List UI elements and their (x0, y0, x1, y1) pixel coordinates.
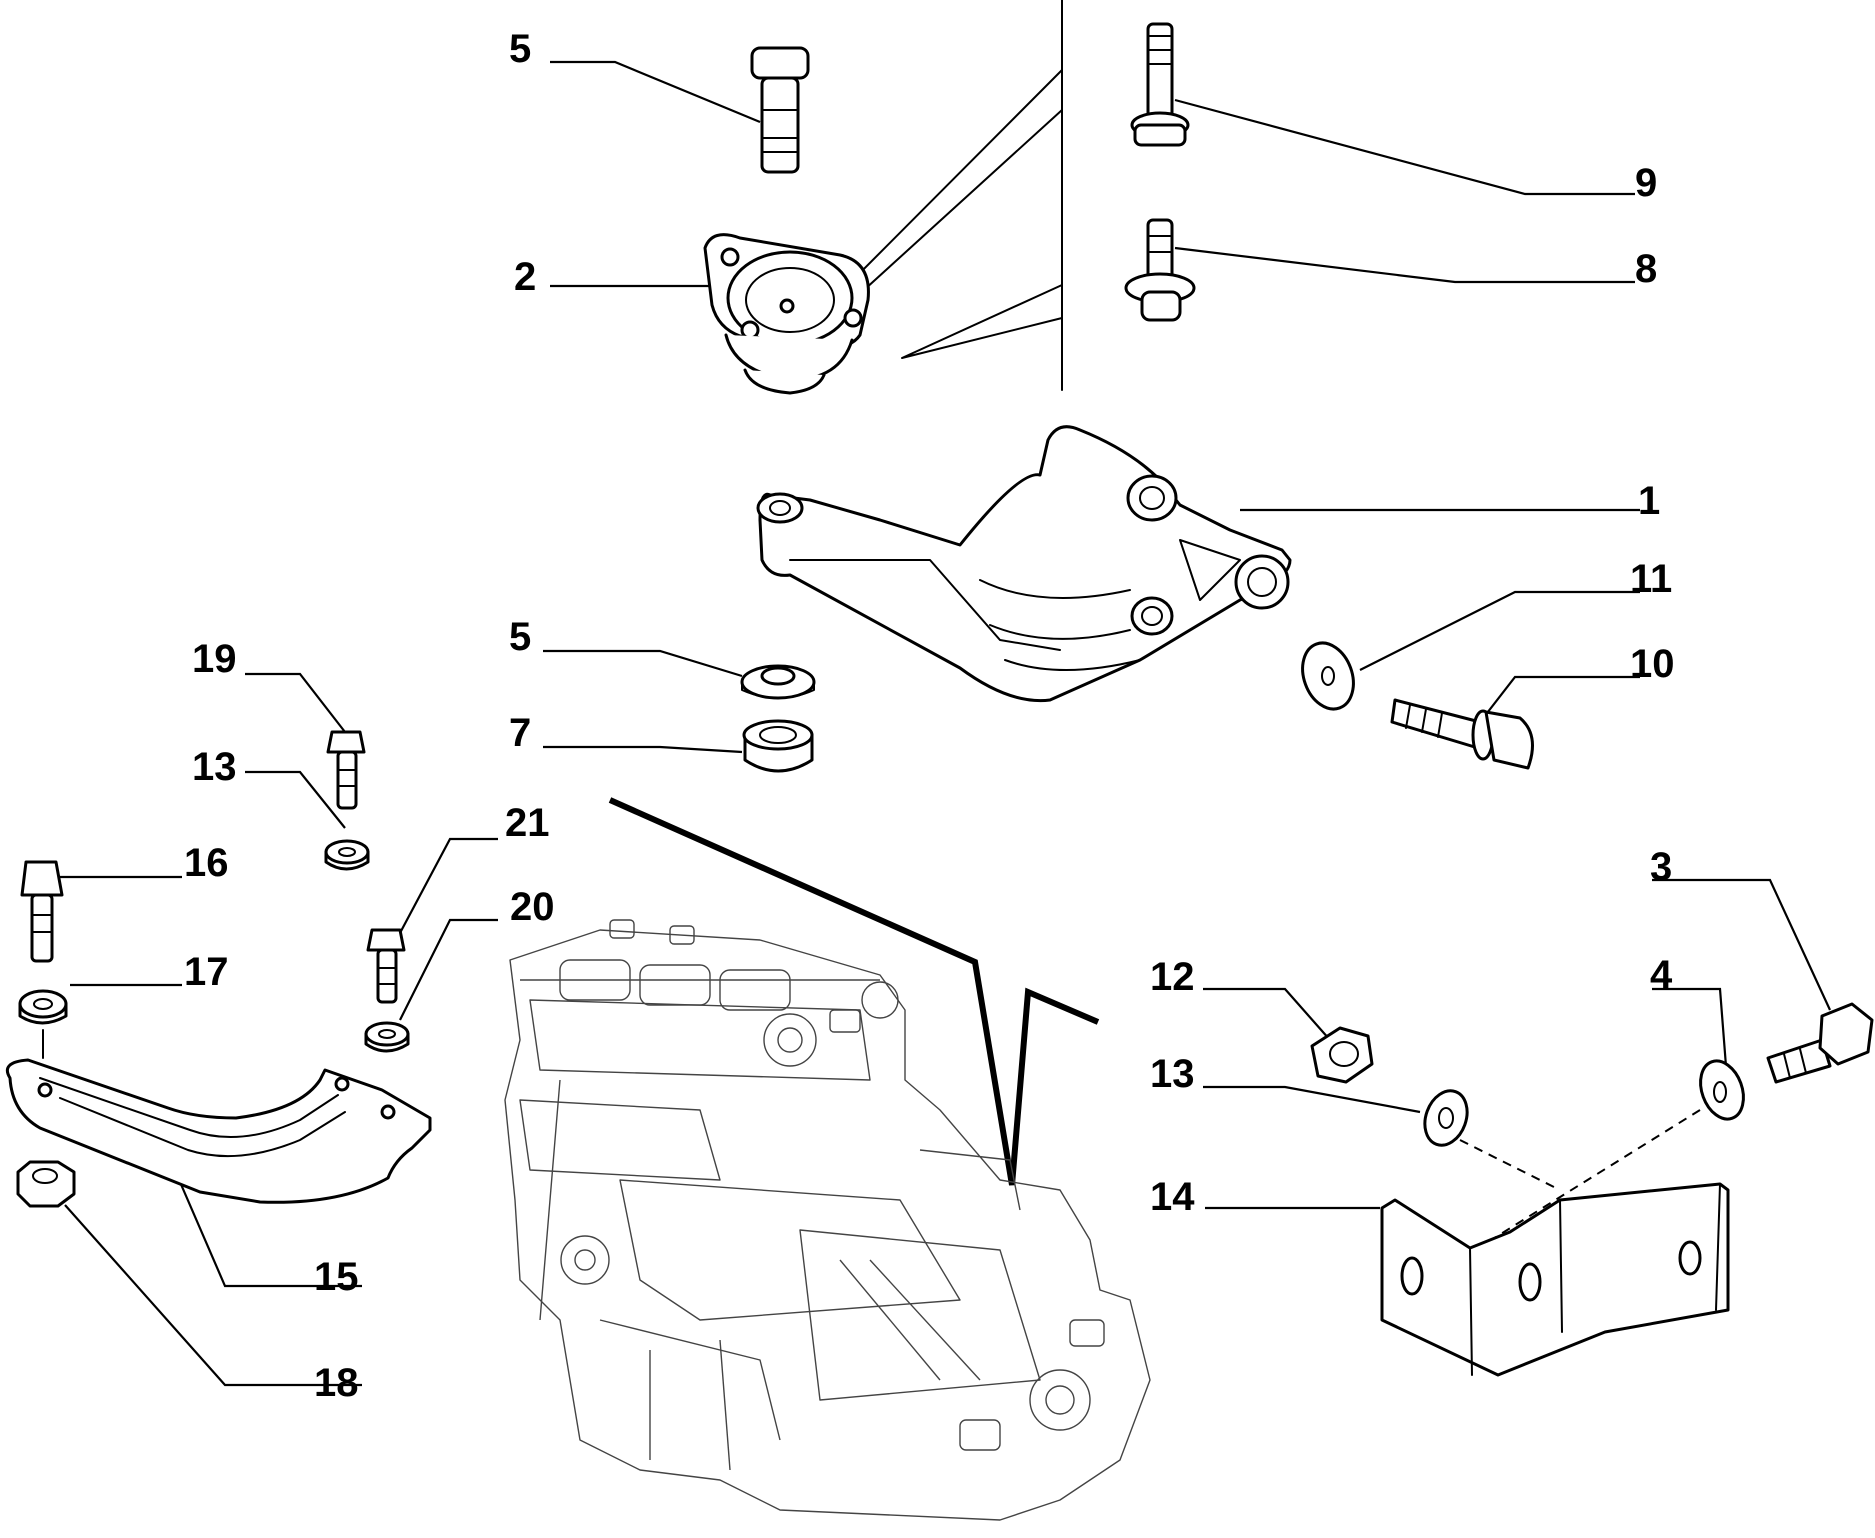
nut-18 (16, 1160, 76, 1208)
callout-7: 7 (509, 711, 531, 755)
bolt-6 (750, 46, 810, 174)
callout-labels: 5 2 9 8 1 11 10 5 7 19 13 16 17 21 20 15… (184, 27, 1675, 1405)
engine-pointer (608, 797, 1100, 1186)
reference-lines (827, 0, 1063, 391)
callout-19: 19 (192, 637, 237, 681)
bolt-21 (366, 928, 406, 1004)
leader-lines (60, 60, 1831, 1387)
callout-9: 9 (1635, 161, 1657, 205)
callout-18: 18 (314, 1361, 359, 1405)
bracket-1 (756, 425, 1292, 703)
callout-5: 5 (509, 615, 531, 659)
engine-block-illustration (504, 919, 1151, 1521)
callout-21: 21 (505, 801, 550, 845)
washer-13-right (1423, 1089, 1469, 1147)
callout-13-left: 13 (192, 745, 237, 789)
washer-4 (1699, 1059, 1745, 1121)
washer-13-left (324, 839, 370, 871)
callout-12: 12 (1150, 955, 1195, 999)
callout-20: 20 (510, 885, 555, 929)
callout-16: 16 (184, 841, 229, 885)
alignment-lines (1459, 1109, 1701, 1251)
nut-12 (1310, 1026, 1374, 1084)
bolt-8 (1124, 218, 1196, 322)
bolt-3 (1766, 1002, 1874, 1084)
washer-20 (364, 1021, 410, 1053)
callout-1: 1 (1638, 479, 1660, 523)
mount-2 (703, 233, 870, 395)
bracket-14 (1380, 1182, 1730, 1377)
callout-6: 5 (509, 27, 531, 71)
callout-10: 10 (1630, 642, 1675, 686)
callout-17: 17 (184, 950, 229, 994)
callout-13-right: 13 (1150, 1052, 1195, 1096)
washer-17 (18, 989, 68, 1059)
callout-3: 3 (1650, 845, 1672, 889)
callout-14: 14 (1150, 1175, 1195, 1219)
callout-2: 2 (514, 255, 536, 299)
callout-4: 4 (1650, 953, 1673, 997)
callout-8: 8 (1635, 247, 1657, 291)
nut-7 (742, 719, 814, 773)
bracket-15 (5, 1058, 432, 1204)
bolt-19 (326, 730, 366, 810)
bolt-16 (20, 860, 64, 963)
bolt-9 (1130, 22, 1190, 147)
callout-11: 11 (1630, 557, 1672, 601)
callout-15: 15 (314, 1255, 359, 1299)
washer-5 (740, 664, 816, 700)
bolt-10 (1390, 698, 1534, 770)
washer-11 (1301, 641, 1355, 711)
